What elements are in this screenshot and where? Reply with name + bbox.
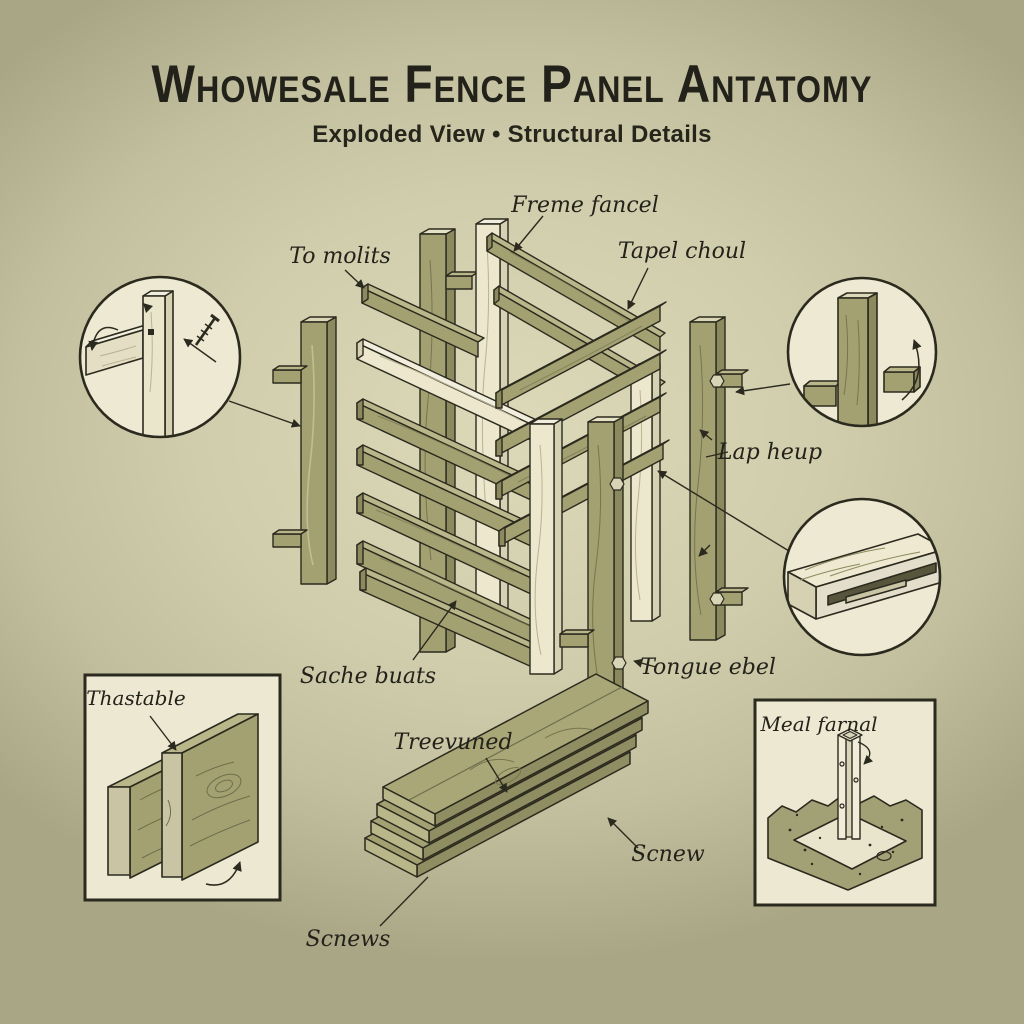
exploded-panel	[272, 218, 749, 709]
fence-post-front-left	[272, 316, 337, 585]
label-screws: Scnews	[306, 927, 391, 952]
inset-board-detail	[83, 673, 282, 902]
leader-lap-arrow-top	[699, 429, 713, 441]
plank-stack	[364, 673, 649, 878]
leader-panel-rail	[627, 267, 649, 310]
callout-leaders	[344, 215, 729, 927]
inset-leader-left	[228, 400, 301, 428]
inset-corner-joint	[78, 275, 301, 439]
leader-screw	[607, 817, 639, 849]
label-plank-stack: Treevuned	[393, 730, 512, 755]
inset-lap-joint	[657, 470, 942, 657]
screw-icon	[194, 313, 220, 346]
poster-subtitle: Exploded View • Structural Details	[312, 121, 712, 148]
leader-bottom-rails	[412, 600, 457, 661]
leader-screws	[379, 876, 429, 927]
inset-metal-anchor	[753, 698, 937, 907]
fence-post-front-cream	[529, 418, 563, 675]
label-screw: Scnew	[631, 842, 705, 867]
anchor-pointer	[857, 741, 874, 765]
rail-left-top	[361, 283, 485, 358]
soil-stipple	[788, 813, 904, 876]
leader-tongue	[633, 658, 657, 668]
swing-arrow	[205, 861, 242, 886]
inset-leader-lap	[657, 470, 790, 552]
label-lap-joint: Lap heup	[717, 440, 822, 465]
label-panel-rail: Tapel choul	[618, 239, 746, 264]
label-tongue: Tongue ebel	[640, 655, 776, 680]
poster-title: Whowesale Fence Panel Antatomy	[151, 53, 873, 114]
leader-plank-stack	[485, 757, 508, 793]
label-rail-left: To molits	[289, 244, 391, 269]
leader-lap-joint	[705, 451, 729, 458]
frame-rail-top-2	[493, 285, 666, 401]
plank-layer-top	[382, 673, 649, 827]
fence-post-front-olive	[559, 416, 627, 709]
leader-lap-arrow-bottom	[698, 544, 711, 557]
inset-leader-right	[735, 383, 791, 396]
fence-post-mid-right	[630, 363, 661, 622]
leader-rail-left	[344, 269, 365, 289]
inset-post-top	[735, 276, 938, 428]
rail-right-1	[495, 301, 667, 409]
leader-frame-panel	[513, 215, 544, 252]
label-board-detail: Thastable	[86, 686, 185, 710]
rail-left-cream	[356, 338, 559, 451]
rotate-arrow	[901, 339, 922, 401]
detail-pointer	[183, 338, 217, 363]
rail-bottom-long-1	[356, 540, 559, 656]
fence-post-right	[689, 316, 749, 641]
board-pointer	[149, 715, 177, 751]
label-frame-panel: Freme fancel	[510, 193, 658, 218]
label-metal-anchor: Meal farnal	[759, 712, 877, 736]
frame-rail-top-1	[486, 232, 666, 352]
poster-header: Whowesale Fence Panel Antatomy Exploded …	[0, 53, 1024, 149]
label-bottom-rails: Sache buats	[300, 664, 436, 689]
rotate-arrow	[88, 326, 119, 351]
